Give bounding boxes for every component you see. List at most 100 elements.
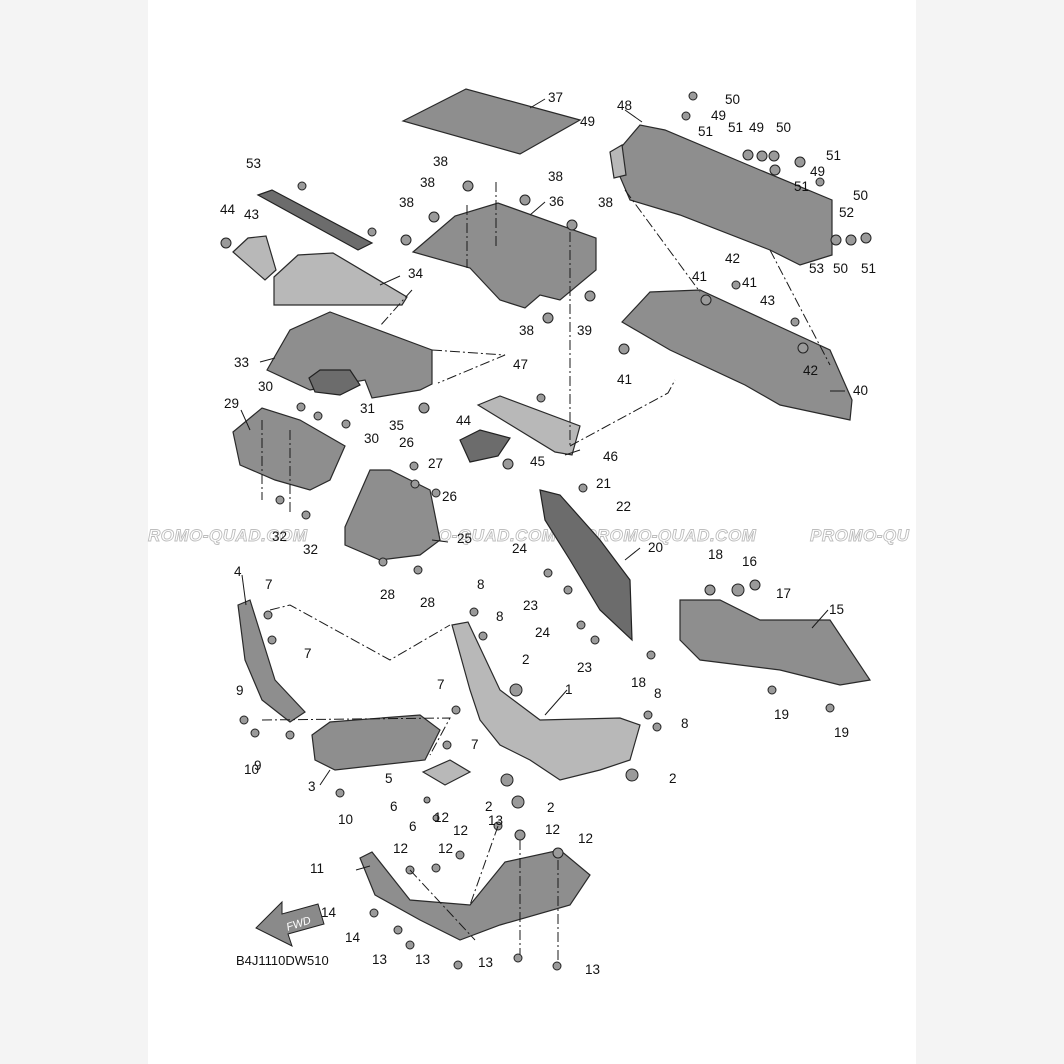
- callout: 12: [393, 841, 408, 856]
- part-37-mat: [401, 88, 582, 155]
- fastener: [431, 863, 441, 873]
- callout: 43: [760, 293, 775, 308]
- callout: 46: [603, 449, 618, 464]
- fastener: [552, 847, 564, 859]
- callout: 12: [453, 823, 468, 838]
- part-33-recess: [308, 369, 361, 396]
- callout: 12: [434, 810, 449, 825]
- fastener: [513, 953, 523, 963]
- callout: 51: [794, 179, 809, 194]
- callout: 14: [345, 930, 361, 945]
- callout: 10: [244, 762, 259, 777]
- fastener: [578, 483, 588, 493]
- callout: 11: [310, 861, 324, 876]
- alignment-line: [569, 379, 676, 447]
- fastener: [543, 568, 553, 578]
- callout: 37: [548, 90, 563, 105]
- fastener: [313, 411, 323, 421]
- callout: 14: [321, 905, 337, 920]
- callout: 38: [399, 195, 414, 210]
- callout: 6: [409, 819, 417, 834]
- fwd-arrow: FWD: [255, 900, 325, 947]
- fastener: [681, 111, 691, 121]
- callout: 8: [681, 716, 689, 731]
- part-25-tray: [344, 469, 441, 561]
- callout: 17: [776, 586, 791, 601]
- callout: 4: [234, 564, 242, 579]
- callout: 33: [234, 355, 249, 370]
- callout: 41: [617, 372, 632, 387]
- part-52-bar: [256, 189, 374, 251]
- fastener: [590, 635, 600, 645]
- part-36-cover: [411, 202, 597, 309]
- fastener: [794, 156, 806, 168]
- callout: 51: [826, 148, 841, 163]
- callout: 7: [471, 737, 479, 752]
- fastener: [511, 795, 525, 809]
- alignment-line: [469, 825, 499, 906]
- leader-line: [240, 409, 251, 431]
- callout: 32: [272, 529, 287, 544]
- callout: 53: [246, 156, 261, 171]
- fastener: [618, 343, 630, 355]
- leader-line: [379, 275, 401, 286]
- callout: 9: [254, 758, 262, 773]
- callout: 52: [839, 205, 854, 220]
- callout: 2: [522, 652, 530, 667]
- fastener: [797, 342, 809, 354]
- fastener: [756, 150, 768, 162]
- fastener: [367, 227, 377, 237]
- fastener: [652, 722, 662, 732]
- callout: 8: [496, 609, 504, 624]
- leader-line: [529, 98, 546, 109]
- callout: 27: [428, 456, 443, 471]
- callout: 28: [420, 595, 435, 610]
- fastener: [250, 728, 260, 738]
- callout: 12: [438, 841, 453, 856]
- callout: 24: [512, 541, 528, 556]
- callout: 26: [399, 435, 414, 450]
- callout: 38: [420, 175, 435, 190]
- callout: 43: [244, 207, 259, 222]
- callout: 13: [488, 813, 503, 828]
- watermark: ROMO-QUAD.COM PROMO-QUAD.COM PROMO-QUAD.…: [148, 526, 910, 546]
- callout: 13: [585, 962, 600, 977]
- fastener: [285, 730, 295, 740]
- fastener: [423, 796, 431, 804]
- part-48-endcap: [609, 144, 627, 179]
- leader-line: [259, 357, 276, 363]
- fastener: [815, 177, 825, 187]
- callout: 34: [408, 266, 424, 281]
- callout: 38: [433, 154, 448, 169]
- watermark-text: PROMO-QUAD.COM: [585, 526, 757, 545]
- fastener: [275, 495, 285, 505]
- callout: 41: [742, 275, 757, 290]
- callout: 13: [372, 952, 387, 967]
- fastener: [500, 773, 514, 787]
- callout: 53: [809, 261, 824, 276]
- fastener: [341, 419, 351, 429]
- callout: 48: [617, 98, 632, 113]
- callouts: 1 2 2 2 2 3 4 5 6 6 7 7 7 7 8 8 8 8 9 9 …: [220, 90, 876, 977]
- callout: 35: [389, 418, 404, 433]
- callout: 44: [456, 413, 472, 428]
- fastener: [536, 393, 546, 403]
- leader-line: [811, 609, 829, 629]
- callout: 50: [776, 120, 791, 135]
- callout: 51: [698, 124, 713, 139]
- fastener: [860, 232, 872, 244]
- alignment-lines: [261, 182, 831, 960]
- callout: 32: [303, 542, 318, 557]
- callout: 23: [523, 598, 538, 613]
- callout: 41: [692, 269, 707, 284]
- callout: 12: [545, 822, 560, 837]
- fastener: [409, 461, 419, 471]
- fastener: [301, 510, 311, 520]
- part-43-bracket: [232, 235, 277, 281]
- fastener: [263, 610, 273, 620]
- fastener: [431, 488, 441, 498]
- fastener: [519, 194, 531, 206]
- fastener: [542, 312, 554, 324]
- leader-line: [564, 449, 581, 456]
- part-20-panel: [539, 489, 633, 642]
